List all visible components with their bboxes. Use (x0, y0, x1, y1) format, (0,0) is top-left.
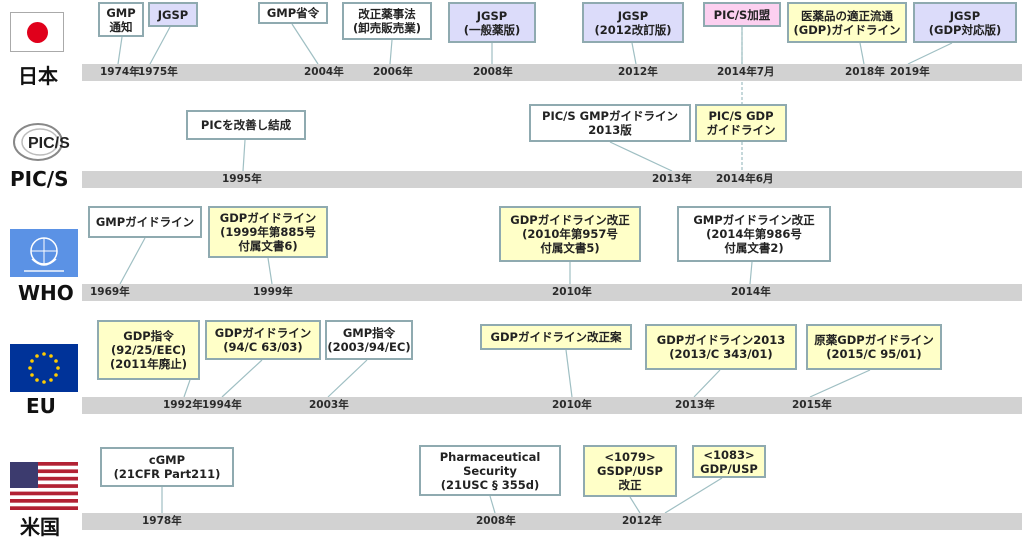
year-label: 1994年 (202, 399, 242, 411)
event-box: GDPガイドライン (1999年第885号 付属文書6) (208, 206, 328, 258)
event-box: PICを改善し結成 (186, 110, 306, 140)
event-box: 改正薬事法 (卸売販売業) (342, 2, 432, 40)
us-flag-icon (10, 462, 78, 510)
year-label: 2015年 (792, 399, 832, 411)
year-label: 2019年 (890, 66, 930, 78)
event-box: GDP指令 (92/25/EEC) (2011年廃止) (97, 320, 200, 380)
year-label: 2010年 (552, 399, 592, 411)
event-box: GMP指令 (2003/94/EC) (325, 320, 413, 360)
timeline-bar-who (82, 284, 1022, 301)
event-box: JGSP (GDP対応版) (913, 2, 1017, 43)
event-box: PIC/S加盟 (703, 2, 781, 27)
who-emblem-icon (10, 229, 78, 277)
pics-logo-icon: PIC/S (10, 116, 76, 164)
year-label: 2018年 (845, 66, 885, 78)
event-box: JGSP (2012改訂版) (582, 2, 684, 43)
row-label-pics: PIC/S (10, 167, 69, 191)
year-label: 1974年 (100, 66, 140, 78)
svg-text:PIC/S: PIC/S (28, 135, 70, 152)
event-box: <1079> GSDP/USP 改正 (583, 445, 677, 497)
year-label: 1975年 (138, 66, 178, 78)
event-box: <1083> GDP/USP (692, 445, 766, 478)
year-label: 2006年 (373, 66, 413, 78)
year-label: 2012年 (618, 66, 658, 78)
event-box: 原薬GDPガイドライン (2015/C 95/01) (806, 324, 942, 370)
event-box: PIC/S GDP ガイドライン (695, 104, 787, 142)
timeline-bar-pics (82, 171, 1022, 188)
eu-flag-icon (10, 344, 78, 392)
row-label-us: 米国 (20, 515, 60, 539)
year-label: 2013年 (675, 399, 715, 411)
event-box: GMP 通知 (98, 2, 144, 37)
event-box: JGSP (148, 2, 198, 27)
row-label-eu: EU (26, 394, 56, 418)
event-box: GDPガイドライン2013 (2013/C 343/01) (645, 324, 797, 370)
row-label-who: WHO (18, 281, 74, 305)
timeline-bar-japan (82, 64, 1022, 81)
event-box: GMP省令 (258, 2, 328, 24)
event-box: 医薬品の適正流通 (GDP)ガイドライン (787, 2, 907, 43)
year-label: 1978年 (142, 515, 182, 527)
year-label: 1999年 (253, 286, 293, 298)
year-label: 2014年 (731, 286, 771, 298)
timeline-bar-us (82, 513, 1022, 530)
year-label: 1995年 (222, 173, 262, 185)
year-label: 2014年6月 (716, 173, 774, 185)
event-box: cGMP (21CFR Part211) (100, 447, 234, 487)
year-label: 2010年 (552, 286, 592, 298)
year-label: 2003年 (309, 399, 349, 411)
event-box: GMPガイドライン改正 (2014年第986号 付属文書2) (677, 206, 831, 262)
year-label: 2014年7月 (717, 66, 775, 78)
event-box: Pharmaceutical Security (21USC § 355d) (419, 445, 561, 496)
year-label: 2012年 (622, 515, 662, 527)
year-label: 1969年 (90, 286, 130, 298)
timeline-bar-eu (82, 397, 1022, 414)
year-label: 1992年 (163, 399, 203, 411)
event-box: JGSP (一般薬版) (448, 2, 536, 43)
year-label: 2008年 (473, 66, 513, 78)
event-box: GMPガイドライン (88, 206, 202, 238)
year-label: 2004年 (304, 66, 344, 78)
event-box: GDPガイドライン改正 (2010年第957号 付属文書5) (499, 206, 641, 262)
year-label: 2008年 (476, 515, 516, 527)
year-label: 2013年 (652, 173, 692, 185)
event-box: GDPガイドライン (94/C 63/03) (205, 320, 321, 360)
event-box: GDPガイドライン改正案 (480, 324, 632, 350)
japan-flag-icon (10, 12, 64, 52)
row-label-japan: 日本 (18, 64, 58, 88)
event-box: PIC/S GMPガイドライン 2013版 (529, 104, 691, 142)
